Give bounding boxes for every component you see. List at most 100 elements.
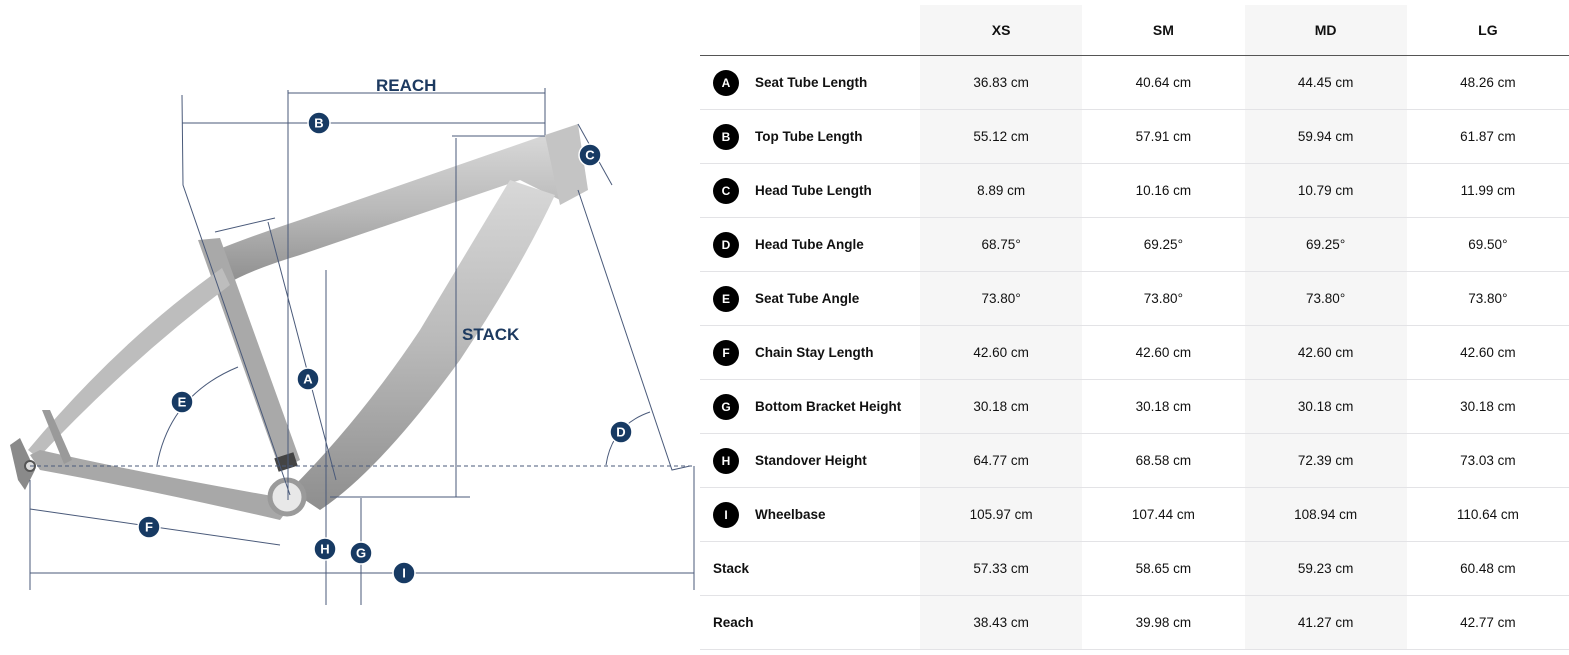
dimension-badge: G <box>713 393 739 420</box>
value-cell-sm: 107.44 cm <box>1082 487 1245 542</box>
row-label: Head Tube Length <box>755 183 872 198</box>
value-cell-md: 30.18 cm <box>1244 379 1407 434</box>
row-label-cell: I Wheelbase <box>700 487 920 542</box>
dimension-badge: E <box>713 285 739 312</box>
svg-text:I: I <box>402 566 406 581</box>
value-cell-lg: 69.50° <box>1406 217 1569 272</box>
stack-label: STACK <box>462 325 520 344</box>
marker-c: C <box>578 143 602 167</box>
dimension-badge: H <box>713 447 739 474</box>
value-cell-sm: 39.98 cm <box>1082 595 1245 650</box>
value-cell-xs: 42.60 cm <box>920 325 1083 380</box>
value-cell-md: 42.60 cm <box>1244 325 1407 380</box>
value-cell-lg: 42.77 cm <box>1406 595 1569 650</box>
marker-b: B <box>307 111 331 135</box>
value-cell-xs: 57.33 cm <box>920 541 1083 596</box>
value-cell-xs: 8.89 cm <box>920 163 1083 218</box>
value-cell-md: 72.39 cm <box>1244 433 1407 488</box>
marker-f: F <box>137 515 161 539</box>
value-cell-xs: 55.12 cm <box>920 109 1083 164</box>
row-label-cell: B Top Tube Length <box>700 109 920 164</box>
value-cell-lg: 73.03 cm <box>1406 433 1569 488</box>
row-label: Stack <box>713 561 750 576</box>
value-cell-md: 69.25° <box>1244 217 1407 272</box>
value-cell-lg: 42.60 cm <box>1406 325 1569 380</box>
value-cell-md: 59.23 cm <box>1244 541 1407 596</box>
svg-text:A: A <box>303 372 313 387</box>
value-cell-xs: 38.43 cm <box>920 595 1083 650</box>
value-cell-lg: 73.80° <box>1406 271 1569 326</box>
dimension-lines <box>29 88 695 605</box>
value-cell-xs: 30.18 cm <box>920 379 1083 434</box>
dimension-badge: I <box>713 501 739 528</box>
value-cell-sm: 42.60 cm <box>1082 325 1245 380</box>
value-cell-md: 73.80° <box>1244 271 1407 326</box>
marker-h: H <box>313 537 337 561</box>
svg-text:C: C <box>585 148 595 163</box>
value-cell-xs: 64.77 cm <box>920 433 1083 488</box>
row-label: Reach <box>713 615 754 630</box>
value-cell-sm: 40.64 cm <box>1082 55 1245 110</box>
dimension-badge: F <box>713 339 739 366</box>
value-cell-sm: 30.18 cm <box>1082 379 1245 434</box>
row-label: Seat Tube Length <box>755 75 868 90</box>
value-cell-sm: 57.91 cm <box>1082 109 1245 164</box>
dimension-badge: B <box>713 123 739 150</box>
frame-geometry-diagram: REACH STACK A B C D E F G H I <box>10 76 695 605</box>
value-cell-xs: 36.83 cm <box>920 55 1083 110</box>
row-label: Seat Tube Angle <box>755 291 860 306</box>
svg-text:D: D <box>616 425 625 440</box>
value-cell-sm: 10.16 cm <box>1082 163 1245 218</box>
marker-a: A <box>296 367 320 391</box>
value-cell-lg: 48.26 cm <box>1406 55 1569 110</box>
row-label: Chain Stay Length <box>755 345 874 360</box>
svg-text:G: G <box>356 546 366 561</box>
table-header-row: XS SM MD LG <box>700 5 1569 56</box>
column-header-md: MD <box>1244 5 1407 56</box>
marker-g: G <box>349 541 373 565</box>
row-label: Wheelbase <box>755 507 826 522</box>
value-cell-lg: 61.87 cm <box>1406 109 1569 164</box>
svg-text:H: H <box>320 542 329 557</box>
value-cell-md: 108.94 cm <box>1244 487 1407 542</box>
row-label: Head Tube Angle <box>755 237 864 252</box>
column-header-xs: XS <box>920 5 1083 56</box>
row-label: Standover Height <box>755 453 867 468</box>
column-header-lg: LG <box>1406 5 1569 56</box>
row-label-cell: G Bottom Bracket Height <box>700 379 920 434</box>
value-cell-md: 10.79 cm <box>1244 163 1407 218</box>
row-label-cell: H Standover Height <box>700 433 920 488</box>
row-label: Bottom Bracket Height <box>755 399 902 414</box>
value-cell-lg: 60.48 cm <box>1406 541 1569 596</box>
reach-label: REACH <box>376 76 436 95</box>
row-label-cell: Reach <box>700 595 920 650</box>
value-cell-sm: 68.58 cm <box>1082 433 1245 488</box>
marker-e: E <box>170 390 194 414</box>
bike-frame <box>10 124 588 520</box>
value-cell-xs: 105.97 cm <box>920 487 1083 542</box>
row-label: Top Tube Length <box>755 129 863 144</box>
row-label-cell: E Seat Tube Angle <box>700 271 920 326</box>
svg-text:E: E <box>178 395 187 410</box>
value-cell-sm: 73.80° <box>1082 271 1245 326</box>
value-cell-xs: 73.80° <box>920 271 1083 326</box>
marker-d: D <box>609 420 633 444</box>
column-header-sm: SM <box>1082 5 1245 56</box>
value-cell-md: 44.45 cm <box>1244 55 1407 110</box>
value-cell-sm: 58.65 cm <box>1082 541 1245 596</box>
value-cell-sm: 69.25° <box>1082 217 1245 272</box>
header-blank <box>700 5 920 56</box>
row-label-cell: Stack <box>700 541 920 596</box>
